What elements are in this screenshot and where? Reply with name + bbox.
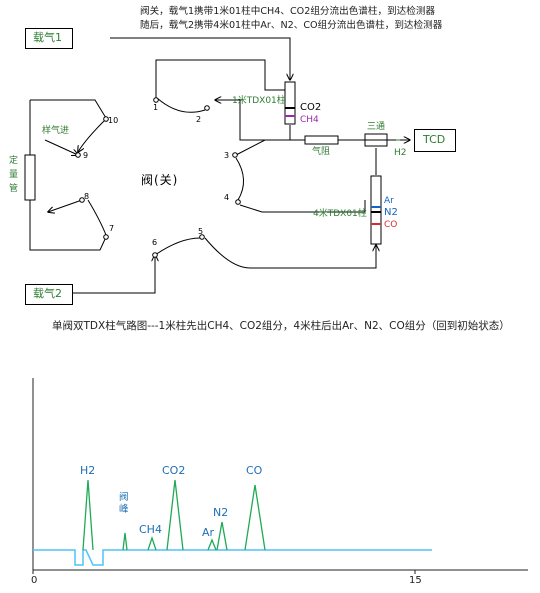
- tcd-box: [414, 129, 456, 152]
- h2-label: H2: [394, 148, 407, 158]
- port4-line: [239, 200, 366, 213]
- peak-3: [166, 479, 184, 551]
- peak-label-h2: H2: [80, 464, 96, 477]
- port-10-label: 10: [108, 116, 119, 125]
- carrier1-label: 载气1: [33, 31, 62, 44]
- carrier2-label: 载气2: [33, 287, 62, 300]
- port3-line: [235, 139, 305, 156]
- x-tick-label-0: 0: [31, 575, 38, 586]
- peak-label-valve: 阀峰: [119, 492, 129, 515]
- carrier1-box: [25, 28, 73, 49]
- column1-co2-label: CO2: [300, 102, 322, 113]
- port-4-label: 4: [224, 193, 230, 202]
- arc-3-4: [235, 157, 244, 201]
- port-8-label: 8: [84, 192, 90, 201]
- valve-label: 阀(关): [141, 173, 179, 187]
- carrier1-line: [110, 37, 290, 80]
- tee-label: 三通: [367, 122, 386, 132]
- damper-label: 气阻: [312, 147, 331, 157]
- port-3-label: 3: [224, 151, 230, 160]
- port-1-label: 1: [153, 103, 159, 112]
- peak-label-co: CO: [246, 464, 263, 477]
- port-7-label: 7: [109, 224, 115, 233]
- column1-label: 1米TDX01柱: [232, 96, 286, 106]
- peak-1: [122, 532, 128, 551]
- arc-10-9: [78, 119, 106, 152]
- column4-label: 4米TDX01柱: [313, 209, 367, 219]
- column4-n2-label: N2: [384, 207, 398, 218]
- port5-line: [204, 237, 376, 269]
- port1-line: [155, 59, 290, 100]
- arc-8-7: [87, 199, 107, 236]
- arc-1-2: [156, 97, 206, 113]
- port-5-label: 5: [198, 227, 204, 236]
- port-6-label: 6: [152, 238, 158, 247]
- peak-0: [82, 479, 94, 551]
- x-tick-label-15: 15: [409, 575, 422, 586]
- sample-arrow: [44, 139, 78, 155]
- peak-4: [207, 538, 217, 551]
- quant-loop-tube: [24, 154, 36, 201]
- port-9-label: 9: [83, 151, 89, 160]
- column4-ar-label: Ar: [384, 196, 394, 206]
- column1-ch4-label: CH4: [300, 115, 319, 125]
- port10-line: [30, 99, 107, 119]
- peak-2: [147, 535, 157, 551]
- header-line-2: 随后，载气2携带4米01柱中Ar、N2、CO组分流出色谱柱，到达检测器: [140, 20, 443, 31]
- diagram-caption: 单阀双TDX柱气路图---1米柱先出CH4、CO2组分，4米柱后出Ar、N2、C…: [52, 320, 510, 332]
- column1-line: [215, 100, 291, 141]
- column4-tube: [370, 175, 382, 245]
- peak-label-n2: N2: [213, 506, 229, 519]
- quant-loop-label: 定量管: [9, 156, 19, 194]
- damper-tube: [304, 135, 339, 145]
- carrier2-line: [70, 255, 155, 294]
- peak-5: [216, 521, 228, 551]
- port7-loop-line: [29, 200, 107, 251]
- carrier2-box: [25, 284, 73, 305]
- column1-tube: [284, 81, 296, 125]
- chromatogram-peaks: [82, 479, 266, 551]
- chart-baseline: [33, 549, 432, 566]
- sample-in-label: 样气进: [42, 126, 70, 136]
- tcd-label: TCD: [423, 133, 446, 146]
- peak-label-ch4: CH4: [139, 523, 162, 536]
- peak-label-ar: Ar: [202, 526, 215, 539]
- column4-co-label: CO: [384, 220, 398, 230]
- peak-6: [244, 484, 266, 551]
- port-2-label: 2: [196, 115, 202, 124]
- peak-label-co2: CO2: [162, 464, 186, 477]
- header-line-1: 阀关，载气1携带1米01柱中CH4、CO2组分流出色谱柱，到达检测器: [140, 6, 436, 17]
- arc-5-6: [154, 237, 201, 256]
- port8-arrow: [48, 199, 83, 212]
